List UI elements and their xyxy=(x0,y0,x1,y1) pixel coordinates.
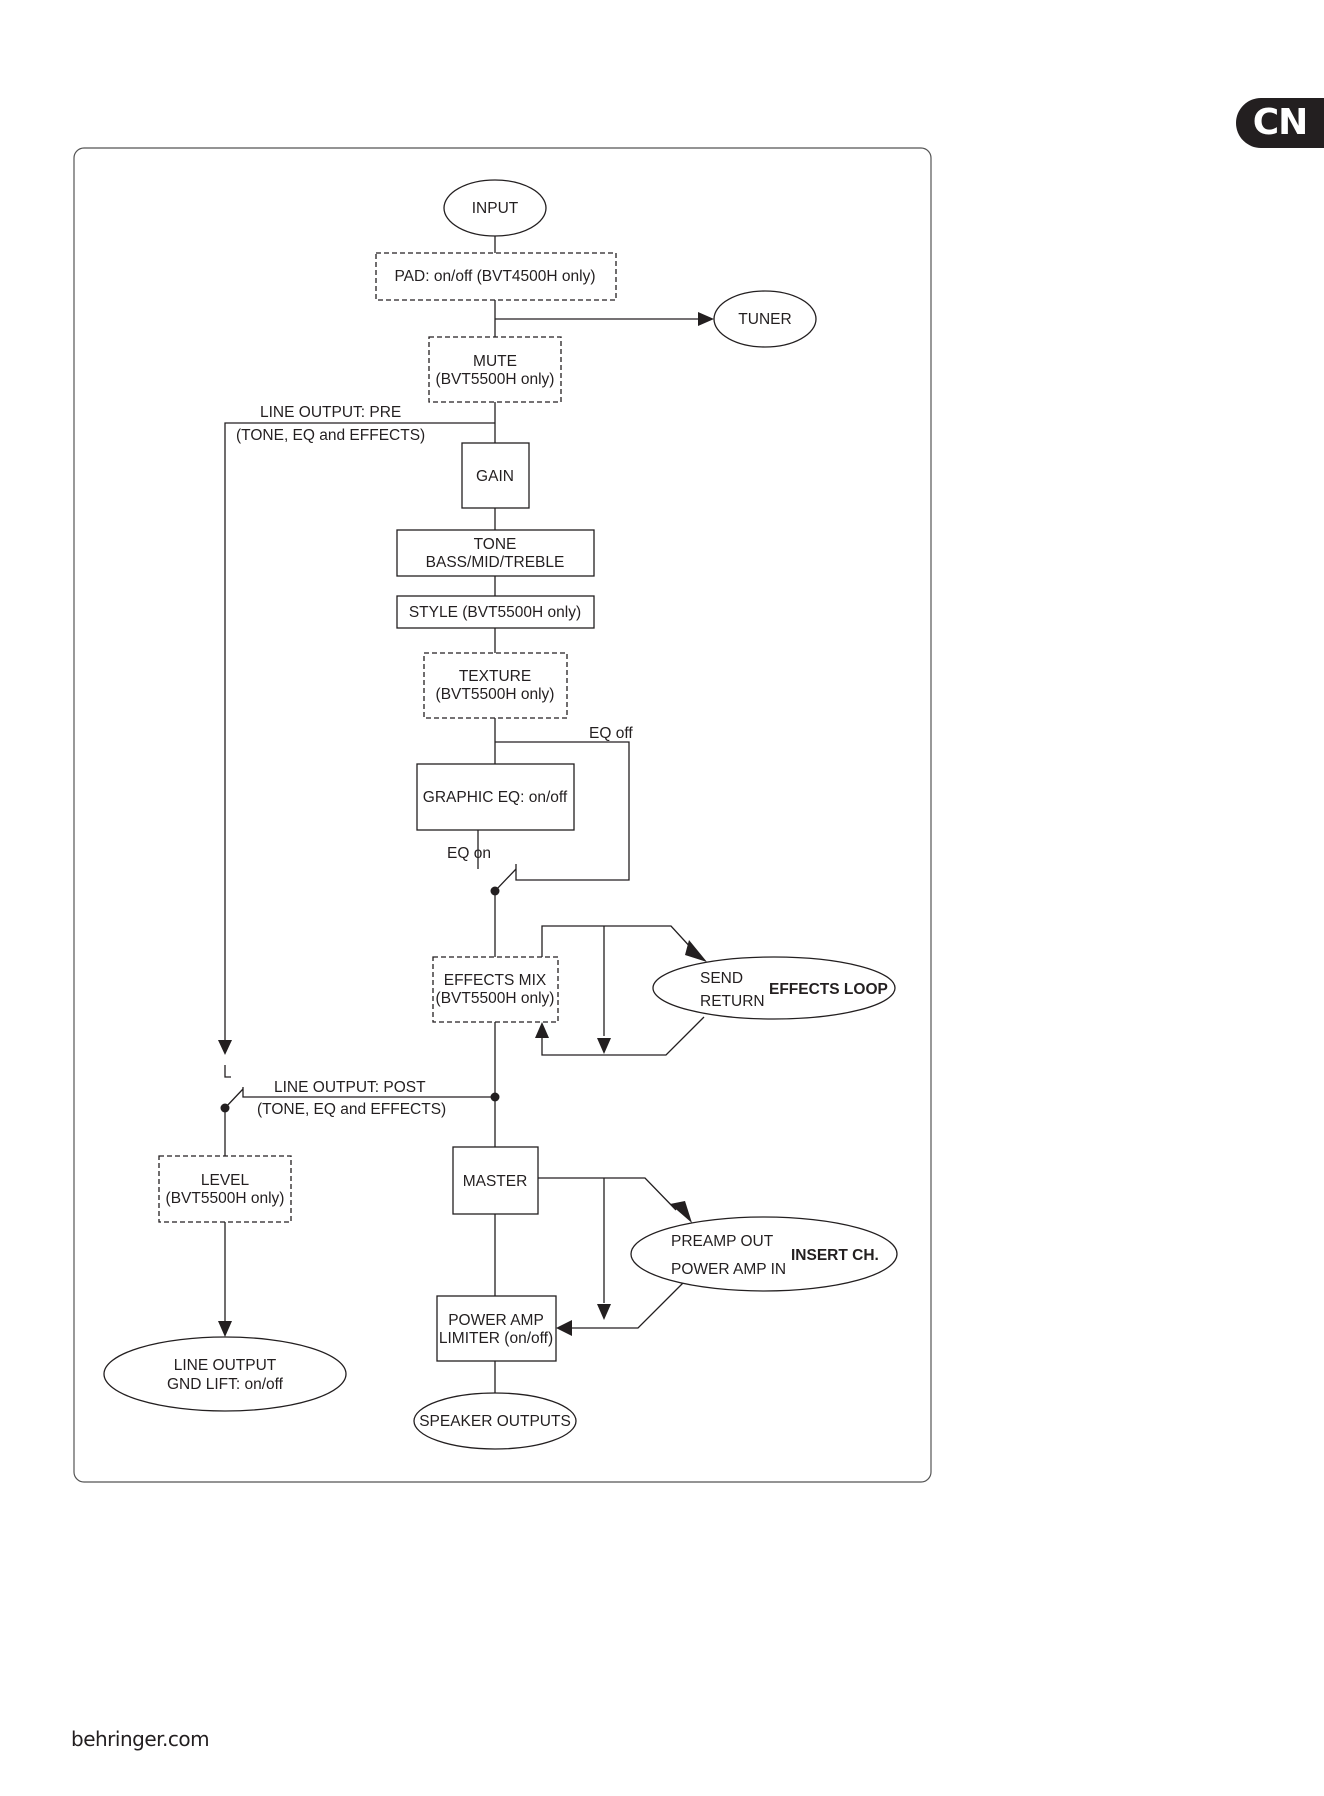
pad-label: PAD: on/off (BVT4500H only) xyxy=(394,268,595,285)
texture-node: TEXTURE (BVT5500H only) xyxy=(423,652,568,719)
level-node: LEVEL (BVT5500H only) xyxy=(158,1155,292,1223)
tuner-node: TUNER xyxy=(713,290,817,348)
insert-node: PREAMP OUT POWER AMP IN INSERT CH. xyxy=(630,1216,898,1292)
speaker-outputs-label: SPEAKER OUTPUTS xyxy=(419,1413,571,1430)
effects-loop-title: EFFECTS LOOP xyxy=(769,981,888,998)
line-output-label-2: GND LIFT: on/off xyxy=(167,1376,284,1393)
input-node: INPUT xyxy=(443,179,547,237)
input-label: INPUT xyxy=(472,200,519,217)
level-label-2: (BVT5500H only) xyxy=(166,1190,285,1207)
tone-label-1: TONE xyxy=(474,536,517,553)
insert-send-path xyxy=(538,1177,677,1211)
effects-mix-label-1: EFFECTS MIX xyxy=(444,972,547,989)
eq-bypass-path xyxy=(495,741,630,881)
tone-label-2: BASS/MID/TREBLE xyxy=(426,554,565,571)
power-amp-label-2: LIMITER (on/off) xyxy=(439,1330,553,1347)
line-output-post-path xyxy=(242,1087,495,1098)
tuner-label: TUNER xyxy=(738,311,791,328)
texture-label-1: TEXTURE xyxy=(459,668,531,685)
power-amp-label-1: POWER AMP xyxy=(448,1312,544,1329)
arrow-to-power-amp xyxy=(556,1320,572,1336)
graphic-eq-label: GRAPHIC EQ: on/off xyxy=(423,789,568,806)
gain-label: GAIN xyxy=(476,468,514,485)
style-label: STYLE (BVT5500H only) xyxy=(409,604,581,621)
pre-switch-terminal xyxy=(224,1065,231,1078)
insert-power-amp-in-label: POWER AMP IN xyxy=(671,1261,786,1278)
eq-switch-lever xyxy=(494,868,517,892)
mute-label-2: (BVT5500H only) xyxy=(436,371,555,388)
level-label-1: LEVEL xyxy=(201,1172,250,1189)
insert-return-path xyxy=(572,1281,685,1329)
master-label: MASTER xyxy=(463,1173,528,1190)
effects-mix-label-2: (BVT5500H only) xyxy=(436,990,555,1007)
footer-brand: behringer.com xyxy=(71,1727,210,1751)
line-output-pre-label-1: LINE OUTPUT: PRE xyxy=(260,404,401,421)
effects-return-label: RETURN xyxy=(700,993,765,1010)
style-node: STYLE (BVT5500H only) xyxy=(396,595,595,629)
power-amp-node: POWER AMP LIMITER (on/off) xyxy=(436,1295,557,1362)
line-output-post-label-2: (TONE, EQ and EFFECTS) xyxy=(257,1101,446,1118)
eq-off-label: EQ off xyxy=(589,725,633,742)
speaker-outputs-node: SPEAKER OUTPUTS xyxy=(413,1392,577,1450)
language-tab: CN xyxy=(1236,98,1324,148)
effects-send-label: SEND xyxy=(700,970,743,987)
arrow-insert-down xyxy=(597,1304,611,1320)
line-output-label-1: LINE OUTPUT xyxy=(174,1357,277,1374)
arrow-to-line-output xyxy=(218,1321,232,1337)
texture-label-2: (BVT5500H only) xyxy=(436,686,555,703)
pad-node: PAD: on/off (BVT4500H only) xyxy=(375,252,617,301)
line-output-pre-path xyxy=(224,422,495,1040)
tone-node: TONE BASS/MID/TREBLE xyxy=(396,529,595,577)
arrow-to-tuner xyxy=(698,312,714,326)
arrow-to-preamp-out xyxy=(670,1201,692,1223)
effects-loop-node: SEND RETURN EFFECTS LOOP xyxy=(652,956,896,1020)
line-output-node: LINE OUTPUT GND LIFT: on/off xyxy=(103,1336,347,1412)
mute-label-1: MUTE xyxy=(473,353,517,370)
eq-on-label: EQ on xyxy=(447,845,491,862)
diagram-frame xyxy=(73,147,932,1483)
arrow-to-send xyxy=(685,940,707,962)
arrow-pre-down xyxy=(218,1040,232,1055)
mute-node: MUTE (BVT5500H only) xyxy=(428,336,562,403)
line-output-post-label-1: LINE OUTPUT: POST xyxy=(274,1079,426,1096)
line-output-pre-label-2: (TONE, EQ and EFFECTS) xyxy=(236,427,425,444)
effects-return-path xyxy=(541,1016,705,1056)
graphic-eq-node: GRAPHIC EQ: on/off xyxy=(416,763,575,831)
insert-preamp-out-label: PREAMP OUT xyxy=(671,1233,774,1250)
effects-mix-node: EFFECTS MIX (BVT5500H only) xyxy=(432,956,559,1023)
master-node: MASTER xyxy=(452,1146,539,1215)
gain-node: GAIN xyxy=(461,442,530,509)
arrow-return-up xyxy=(535,1022,549,1038)
insert-title: INSERT CH. xyxy=(791,1247,879,1264)
arrow-loop-down xyxy=(597,1038,611,1054)
